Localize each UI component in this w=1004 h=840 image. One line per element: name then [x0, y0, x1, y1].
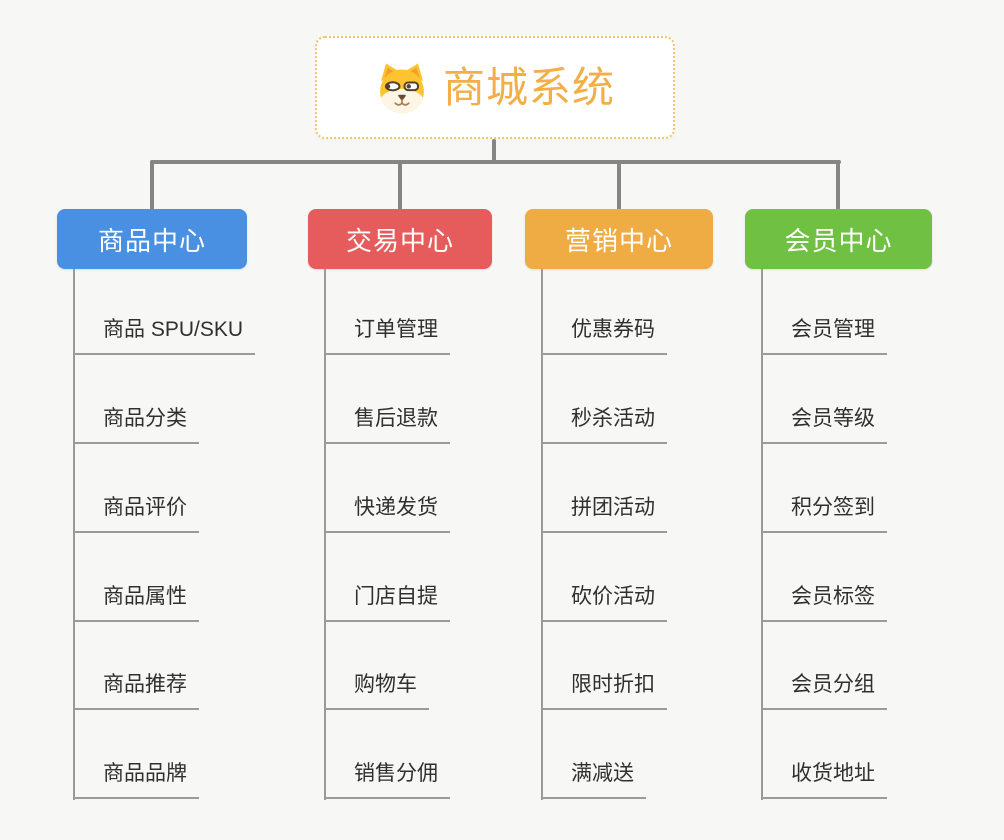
leaf-node[interactable]: 商品属性 — [73, 582, 199, 622]
leaf-node[interactable]: 满减送 — [541, 759, 646, 799]
leaf-node[interactable]: 售后退款 — [324, 404, 450, 444]
branch-trunk-line — [761, 269, 763, 800]
column-marketing-center: 优惠券码 秒杀活动 拼团活动 砍价活动 限时折扣 满减送 — [525, 269, 775, 809]
column-trade-center: 订单管理 售后退款 快递发货 门店自提 购物车 销售分佣 — [308, 269, 558, 809]
branch-trunk-line — [73, 269, 75, 800]
leaf-node[interactable]: 收货地址 — [761, 759, 887, 799]
connector-drop-trade — [398, 160, 402, 210]
leaf-node[interactable]: 优惠券码 — [541, 315, 667, 355]
leaf-node[interactable]: 商品品牌 — [73, 759, 199, 799]
branch-member-center[interactable]: 会员中心 — [745, 209, 932, 269]
leaf-node[interactable]: 会员标签 — [761, 582, 887, 622]
leaf-node[interactable]: 快递发货 — [324, 493, 450, 533]
leaf-node[interactable]: 销售分佣 — [324, 759, 450, 799]
connector-drop-marketing — [617, 160, 621, 210]
leaf-node[interactable]: 限时折扣 — [541, 670, 667, 710]
leaf-node[interactable]: 购物车 — [324, 670, 429, 710]
connector-drop-product — [150, 160, 154, 210]
leaf-node[interactable]: 商品 SPU/SKU — [73, 315, 256, 355]
leaf-node[interactable]: 订单管理 — [324, 315, 450, 355]
leaf-node[interactable]: 商品分类 — [73, 404, 199, 444]
leaf-node[interactable]: 会员分组 — [761, 670, 887, 710]
leaf-node[interactable]: 积分签到 — [761, 493, 887, 533]
root-title: 商城系统 — [442, 63, 615, 111]
leaf-node[interactable]: 会员管理 — [761, 315, 887, 355]
root-node-mall-system[interactable]: 商城系统 — [315, 36, 675, 139]
leaf-node[interactable]: 商品评价 — [73, 493, 199, 533]
branch-trunk-line — [541, 269, 543, 800]
branch-trunk-line — [324, 269, 326, 800]
branch-marketing-center[interactable]: 营销中心 — [525, 209, 713, 269]
connector-root-stub — [492, 139, 496, 163]
column-product-center: 商品 SPU/SKU 商品分类 商品评价 商品属性 商品推荐 商品品牌 — [57, 269, 307, 809]
branch-product-center[interactable]: 商品中心 — [57, 209, 247, 269]
leaf-node[interactable]: 拼团活动 — [541, 493, 667, 533]
leaf-node[interactable]: 秒杀活动 — [541, 404, 667, 444]
column-member-center: 会员管理 会员等级 积分签到 会员标签 会员分组 收货地址 — [745, 269, 995, 809]
connector-horizontal — [150, 160, 841, 164]
branch-trade-center[interactable]: 交易中心 — [308, 209, 492, 269]
leaf-node[interactable]: 门店自提 — [324, 582, 450, 622]
shiba-dog-icon — [375, 61, 429, 115]
connector-drop-member — [836, 160, 840, 210]
leaf-node[interactable]: 会员等级 — [761, 404, 887, 444]
leaf-node[interactable]: 砍价活动 — [541, 582, 667, 622]
leaf-node[interactable]: 商品推荐 — [73, 670, 199, 710]
